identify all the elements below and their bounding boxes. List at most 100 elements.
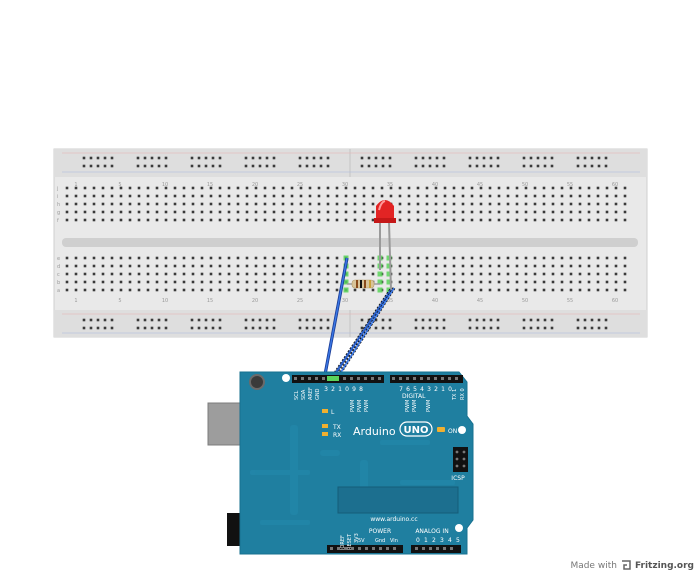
pin-label-rx: RX 0 bbox=[460, 388, 466, 400]
breadboard-hole bbox=[164, 264, 168, 268]
breadboard-hole bbox=[137, 288, 141, 292]
breadboard-hole bbox=[614, 280, 618, 284]
breadboard-hole bbox=[533, 272, 537, 276]
breadboard-hole bbox=[335, 194, 339, 198]
breadboard-hole bbox=[461, 202, 465, 206]
column-number: 50 bbox=[522, 298, 528, 304]
breadboard-hole bbox=[533, 280, 537, 284]
breadboard-hole bbox=[371, 218, 375, 222]
breadboard-hole bbox=[254, 218, 258, 222]
breadboard-hole bbox=[533, 202, 537, 206]
wire-pin13[interactable] bbox=[330, 289, 392, 381]
breadboard-hole bbox=[353, 186, 357, 190]
jumper-wires[interactable] bbox=[322, 257, 396, 382]
breadboard-hole bbox=[434, 218, 438, 222]
breadboard-hole bbox=[92, 264, 96, 268]
breadboard-hole bbox=[416, 288, 420, 292]
rail-hole bbox=[543, 326, 547, 330]
rail-hole bbox=[475, 156, 479, 160]
breadboard-hole bbox=[182, 218, 186, 222]
header-pin bbox=[379, 547, 382, 550]
breadboard-hole bbox=[560, 288, 564, 292]
breadboard-hole bbox=[596, 218, 600, 222]
rail-hole bbox=[326, 164, 330, 168]
pin-label-tx: TX 1 bbox=[452, 389, 458, 401]
breadboard-hole bbox=[551, 288, 555, 292]
red-led[interactable] bbox=[374, 200, 396, 291]
breadboard-hole bbox=[308, 218, 312, 222]
breadboard-hole bbox=[281, 264, 285, 268]
rail-hole bbox=[576, 326, 580, 330]
breadboard-hole bbox=[398, 264, 402, 268]
digital-pin-number: 1 bbox=[441, 386, 445, 393]
rail-hole bbox=[388, 326, 392, 330]
rail-hole bbox=[583, 326, 587, 330]
breadboard-hole bbox=[434, 264, 438, 268]
rail-hole bbox=[421, 326, 425, 330]
breadboard-hole bbox=[308, 202, 312, 206]
breadboard-hole bbox=[434, 280, 438, 284]
header-pin bbox=[330, 547, 333, 550]
led-tx-label: TX bbox=[332, 424, 341, 431]
arduino-uno-board[interactable]: L TX RX Arduino UNO ON www.arduino.cc DI… bbox=[207, 371, 474, 555]
rail-hole bbox=[360, 318, 364, 322]
breadboard-hole bbox=[173, 218, 177, 222]
breadboard-hole bbox=[407, 218, 411, 222]
breadboard-hole bbox=[92, 272, 96, 276]
rail-hole bbox=[604, 164, 608, 168]
rail-hole bbox=[136, 326, 140, 330]
breadboard-hole bbox=[92, 280, 96, 284]
rail-hole bbox=[468, 326, 472, 330]
resistor[interactable] bbox=[347, 279, 380, 289]
breadboard-hole bbox=[425, 218, 429, 222]
breadboard-hole bbox=[101, 210, 105, 214]
breadboard-hole bbox=[245, 210, 249, 214]
breadboard-hole bbox=[182, 280, 186, 284]
rail-hole bbox=[82, 164, 86, 168]
rail-hole bbox=[482, 164, 486, 168]
breadboard-hole bbox=[515, 202, 519, 206]
rail-hole bbox=[265, 326, 269, 330]
breadboard-hole bbox=[326, 210, 330, 214]
breadboard-hole bbox=[335, 210, 339, 214]
row-letters: j i h g f e d c b a bbox=[56, 186, 60, 294]
breadboard-hole bbox=[605, 280, 609, 284]
rail-hole bbox=[421, 164, 425, 168]
breadboard-hole bbox=[353, 210, 357, 214]
breadboard-hole bbox=[416, 280, 420, 284]
column-number: 35 bbox=[387, 182, 393, 188]
breadboard-hole bbox=[335, 202, 339, 206]
breadboard-hole bbox=[425, 202, 429, 206]
breadboard-hole bbox=[407, 272, 411, 276]
breadboard-hole bbox=[245, 288, 249, 292]
header-pin bbox=[351, 547, 354, 550]
breadboard-hole bbox=[470, 272, 474, 276]
breadboard-hole bbox=[569, 272, 573, 276]
rail-hole bbox=[604, 326, 608, 330]
power-pin-3v3: 3V3 bbox=[354, 533, 360, 543]
column-number: 40 bbox=[432, 298, 438, 304]
connected-hole bbox=[377, 287, 383, 293]
wire-pin12[interactable] bbox=[335, 287, 395, 381]
breadboard-hole bbox=[83, 210, 87, 214]
breadboard-hole bbox=[497, 288, 501, 292]
breadboard-hole bbox=[164, 272, 168, 276]
breadboard-hole bbox=[398, 210, 402, 214]
breadboard-hole bbox=[605, 218, 609, 222]
rail-hole bbox=[428, 164, 432, 168]
breadboard-hole bbox=[83, 288, 87, 292]
breadboard-hole bbox=[407, 256, 411, 260]
breadboard-hole bbox=[128, 218, 132, 222]
rail-hole bbox=[197, 164, 201, 168]
breadboard-hole bbox=[353, 264, 357, 268]
reset-button[interactable] bbox=[249, 374, 265, 390]
breadboard-hole bbox=[560, 202, 564, 206]
breadboard-hole bbox=[371, 194, 375, 198]
rail-hole bbox=[305, 326, 309, 330]
breadboard-hole bbox=[623, 194, 627, 198]
breadboard-hole bbox=[434, 186, 438, 190]
connected-hole bbox=[377, 271, 383, 277]
breadboard-hole bbox=[551, 272, 555, 276]
breadboard-hole bbox=[227, 256, 231, 260]
breadboard-hole bbox=[587, 288, 591, 292]
